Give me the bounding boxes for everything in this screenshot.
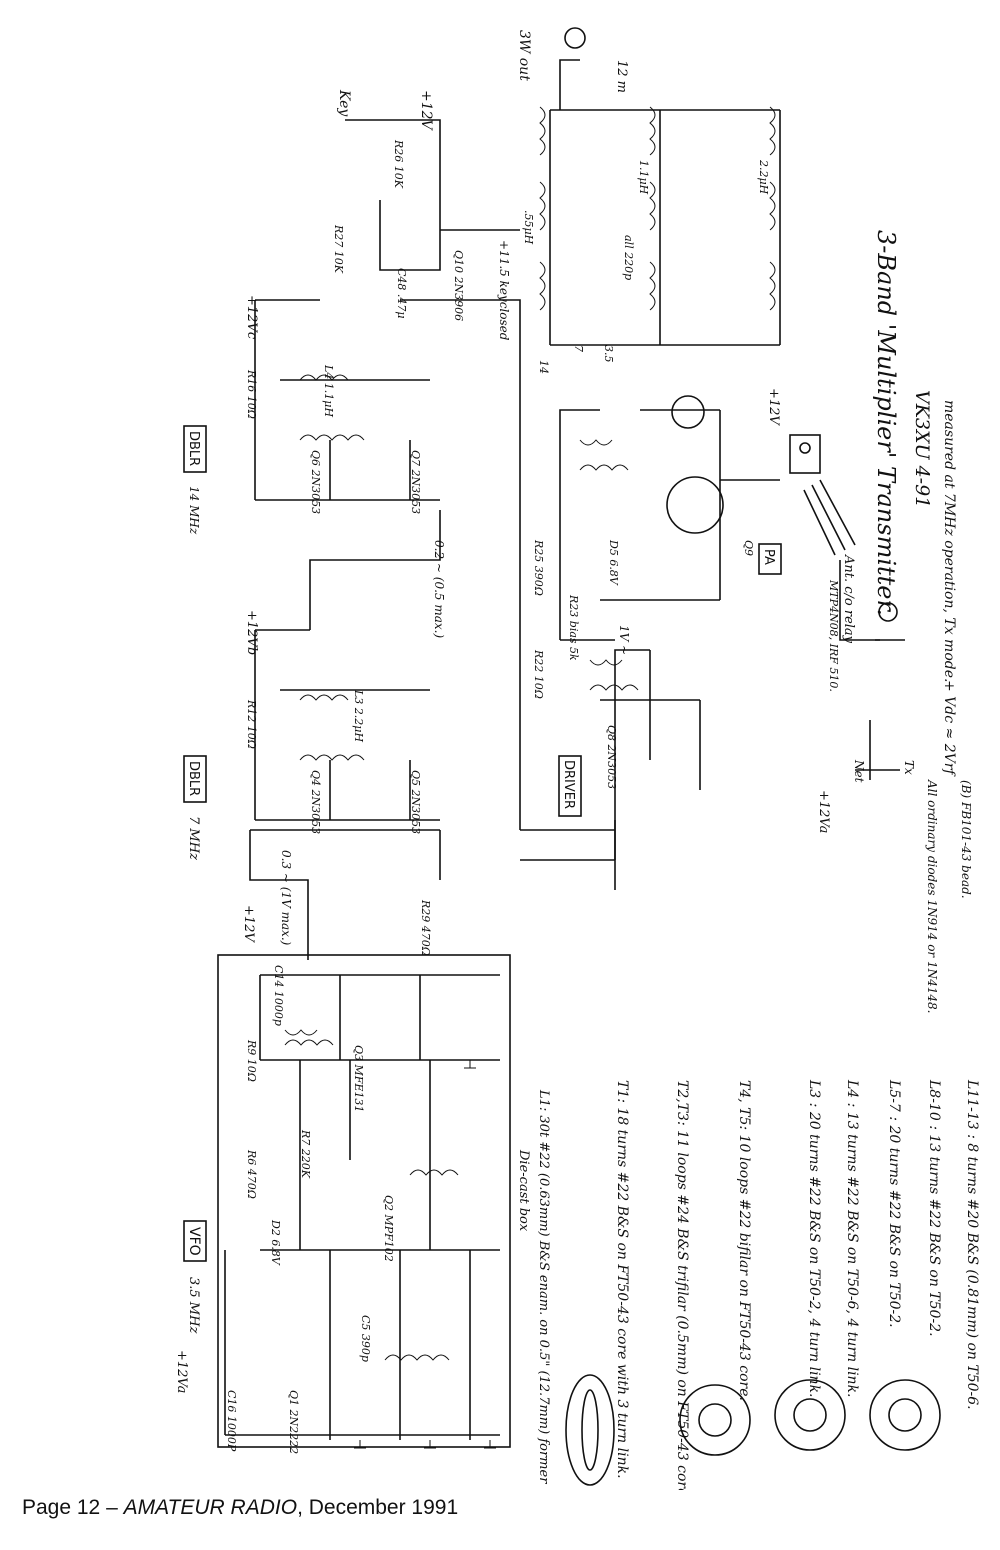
- c14-label: C14 1000p: [272, 965, 285, 1026]
- q1-label: Q1 2N2222: [287, 1390, 300, 1454]
- pa-block-label: PA: [758, 543, 782, 575]
- vfo-label: VFO: [186, 1227, 202, 1256]
- die-cast-box: [217, 954, 511, 1448]
- r29-label: R29 470Ω: [419, 899, 432, 956]
- output-label: 3W out: [516, 30, 532, 81]
- keyclosed-label: +11.5 keyclosed: [497, 240, 511, 341]
- coil-note-t2t3: T2,T3: 11 loops #24 B&S trifilar (0.5mm)…: [674, 1080, 690, 1490]
- dblr-7-label: DBLR: [186, 761, 201, 796]
- c16-label: C16 1000P: [225, 1390, 238, 1452]
- coil-note-t1: T1: 18 turns #22 B&S on FT50-43 core wit…: [614, 1080, 630, 1479]
- diode-note: All ordinary diodes 1N914 or 1N4148.: [925, 779, 939, 1013]
- title-block: 3-Band 'Multiplier' Transmitter. VK3XU 4…: [872, 230, 933, 616]
- supply-12vc: +12Vc: [244, 295, 259, 340]
- d5-label: D5 6.8V: [607, 539, 620, 586]
- dblr-output-level: 0.2 ~ (0.5 max.): [432, 540, 446, 638]
- c48-label: C48 .47μ: [395, 268, 408, 319]
- l4-label: L4 1.1μH: [322, 364, 335, 417]
- footer-prefix: Page 12 –: [22, 1496, 124, 1519]
- key-label: Key: [336, 89, 352, 117]
- c5-label: C5 390p: [359, 1315, 372, 1362]
- diagram-title: 3-Band 'Multiplier' Transmitter.: [872, 230, 900, 616]
- supply-12va: +12Va: [174, 1350, 189, 1393]
- r22-label: R22 10Ω: [532, 649, 545, 699]
- lpf-l5-7-label: 2.2μH: [757, 159, 770, 195]
- band-14-label: 14: [537, 360, 550, 374]
- dblr-14-label: DBLR: [186, 431, 201, 466]
- q9-label: Q9: [742, 540, 755, 556]
- coil-note-l8-10: L8-10 : 13 turns #22 B&S on T50-2.: [926, 1079, 942, 1337]
- l1-note: L1: 30t #22 (0.63mm) B&S enam. on 0.5" (…: [536, 1089, 551, 1484]
- footer-magazine: AMATEUR RADIO: [123, 1496, 298, 1519]
- dblr-14-frequency: 14 MHz: [187, 486, 201, 535]
- supply-12v-keying: +12V: [418, 90, 434, 132]
- footer-suffix: , December 1991: [297, 1496, 459, 1519]
- r12-label: R12 10Ω: [245, 699, 258, 749]
- mosfet-label: MTP4N08, IRF 510.: [827, 579, 840, 692]
- r16-label: R16 10Ω: [245, 369, 258, 419]
- q5-label: Q5 2N3053: [409, 770, 422, 834]
- band-35-label: 3.5: [602, 345, 615, 363]
- r9-label: R9 10Ω: [245, 1039, 258, 1082]
- driver-level: 1V ~: [617, 625, 631, 655]
- l3-label: L3 2.2μH: [352, 689, 365, 742]
- pa-label: PA: [761, 549, 776, 565]
- coil-note-l4: L4 : 13 turns #22 B&S on T50-6, 4 turn l…: [844, 1079, 860, 1398]
- vdc-note: + Vdc ≈ 2Vrf: [941, 680, 957, 777]
- q6-label: Q6 2N3053: [309, 450, 322, 514]
- dblr-7-frequency: 7 MHz: [186, 816, 201, 860]
- tx-label: Tx: [902, 760, 916, 775]
- lpf-all-label: all 220p: [622, 235, 635, 280]
- circuit-wiring: [224, 27, 905, 1449]
- coil-note-l11-13: L11-13 : 8 turns #20 B&S (0.81mm) on T50…: [964, 1079, 980, 1410]
- q3-label: Q3 MFE131: [352, 1045, 365, 1112]
- toroid-sketches: [565, 1374, 941, 1486]
- supply-12v-pa: +12V: [766, 388, 781, 426]
- q2-label: Q2 MPF102: [382, 1195, 395, 1262]
- coil-note-l3: L3 : 20 turns #22 B&S on T50-2, 4 turn l…: [806, 1079, 822, 1398]
- bias-label: R23 bias 5k: [567, 594, 580, 661]
- r26-label: R26 10K: [392, 139, 405, 189]
- supply-12va-driver: +12Va: [816, 790, 831, 833]
- lpf-l11-13-label: .55μH: [522, 210, 535, 245]
- lpf-l8-10-label: 1.1μH: [637, 160, 650, 195]
- dblr-14-block-label: DBLR 14 MHz: [183, 425, 207, 535]
- schematic-diagram: 3-Band 'Multiplier' Transmitter. VK3XU 4…: [174, 27, 980, 1490]
- net-label: Net: [852, 759, 866, 783]
- output-spec: 12 m: [614, 60, 629, 93]
- q4-label: Q4 2N3053: [309, 770, 322, 834]
- supply-12v-vfo: +12V: [241, 905, 256, 943]
- d2-label: D2 6.8V: [269, 1219, 282, 1266]
- r25-label: R25 390Ω: [532, 539, 545, 596]
- q10-label: Q10 2N3906: [452, 250, 465, 321]
- coil-notes: T1: 18 turns #22 B&S on FT50-43 core wit…: [614, 1079, 980, 1490]
- coil-note-t4t5: T4, T5: 10 loops #22 bifilar on FT50-43 …: [736, 1080, 752, 1401]
- dblr-7-block-label: DBLR 7 MHz: [183, 755, 207, 860]
- driver-label: DRIVER: [561, 760, 576, 809]
- q8-label: Q8 2N3053: [605, 725, 618, 789]
- band-7-label: 7: [572, 345, 585, 352]
- coil-note-l5-7: L5-7 : 20 turns #22 B&S on T50-2.: [886, 1079, 902, 1328]
- die-cast-box-label: Die-cast box: [516, 1149, 531, 1232]
- r27-label: R27 10K: [332, 224, 345, 274]
- vfo-frequency: 3.5 MHz: [186, 1277, 201, 1333]
- ant-relay-label: Ant. c/o relay: [841, 554, 856, 644]
- bead-note: (B) FB101-43 bead.: [959, 780, 973, 899]
- q7-label: Q7 2N3053: [409, 450, 422, 514]
- vfo-block-label: VFO 3.5 MHz: [183, 1220, 207, 1333]
- author-date: VK3XU 4-91: [911, 390, 933, 508]
- vfo-output-level: 0.3 ~ (1V max.): [279, 850, 293, 946]
- supply-12vb: +12Vb: [244, 610, 259, 655]
- measured-note: measured at 7MHz operation, Tx mode.: [941, 400, 957, 682]
- page-footer: Page 12 – AMATEUR RADIO, December 1991: [22, 1496, 458, 1520]
- r7-label: R7 220K: [299, 1129, 312, 1179]
- driver-block-label: DRIVER: [558, 755, 582, 817]
- r6-label: R6 470Ω: [245, 1149, 258, 1199]
